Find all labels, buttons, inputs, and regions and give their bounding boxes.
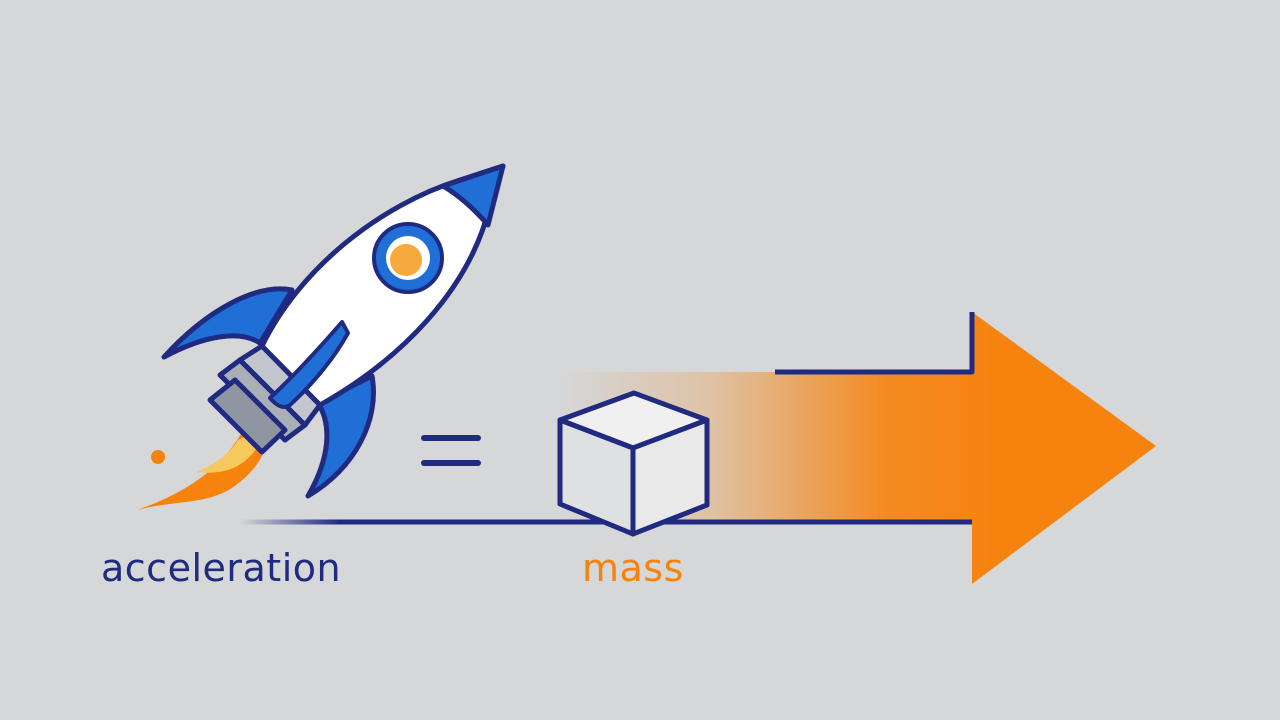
flame-icon (137, 428, 269, 510)
cube-icon (557, 390, 710, 537)
rocket-fin-left (161, 286, 295, 360)
mass-label: mass (582, 546, 684, 590)
rocket-fin-right (305, 373, 376, 499)
rocket-icon (137, 163, 506, 510)
equals-sign (421, 435, 481, 466)
acceleration-label: acceleration (101, 546, 342, 590)
spark-dot (151, 450, 165, 464)
rocket-stripe (268, 320, 350, 409)
rocket-nozzle (207, 343, 323, 455)
arrow-top-outline (775, 312, 975, 375)
rocket-nose (440, 163, 506, 228)
arrow-body (560, 312, 1156, 584)
cube-right (630, 417, 710, 537)
arrow-icon (560, 312, 1156, 584)
rocket-window-glass (390, 244, 422, 276)
